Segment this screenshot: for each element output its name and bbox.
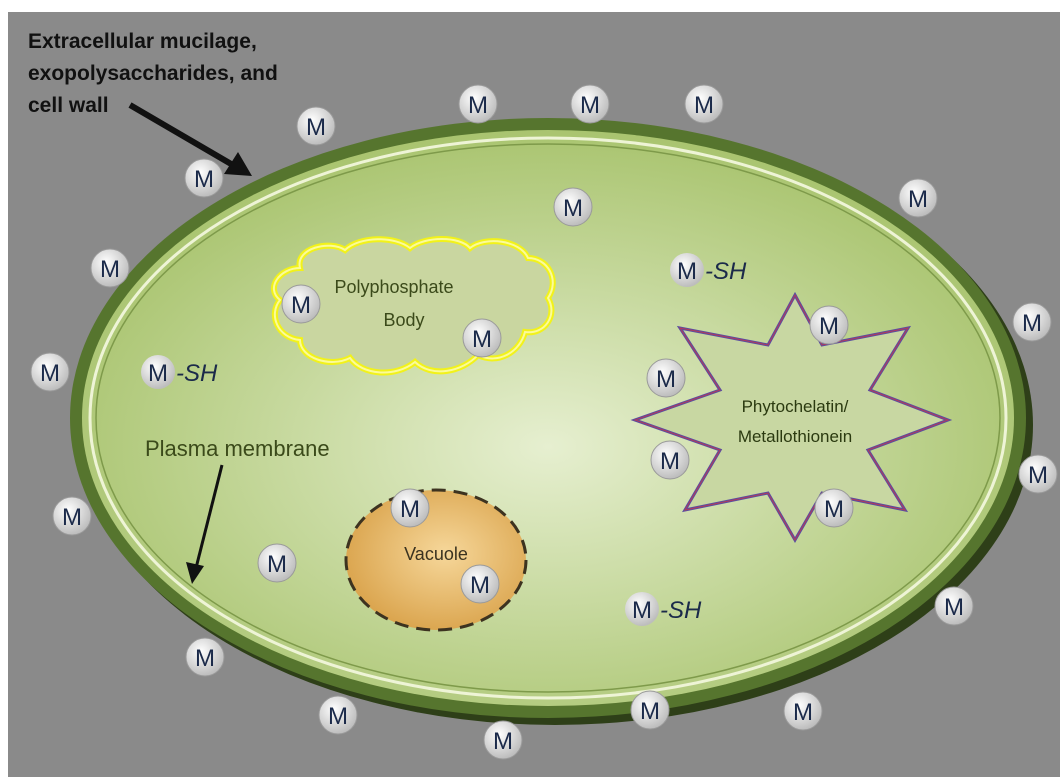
- metal-symbol: M: [493, 728, 513, 755]
- metal-symbol: M: [306, 114, 326, 141]
- metal-ion: M: [297, 107, 335, 145]
- metal-ion: M: [784, 692, 822, 730]
- metal-ion: M: [1019, 455, 1057, 493]
- metal-ion: M: [647, 359, 685, 397]
- metal-symbol: M: [470, 572, 490, 599]
- metal-ion: M: [461, 565, 499, 603]
- metal-symbol: M: [908, 186, 928, 213]
- metal-ion: M: [631, 691, 669, 729]
- metal-ion: M: [282, 285, 320, 323]
- thiol-suffix: -SH: [660, 597, 702, 624]
- metal-symbol: M: [400, 496, 420, 523]
- metal-symbol: M: [694, 92, 714, 119]
- metal-ion: M: [899, 179, 937, 217]
- metal-ion: M: [391, 489, 429, 527]
- metal-symbol: M: [40, 360, 60, 387]
- thiol-group: M -SH: [141, 355, 218, 389]
- metal-symbol: M: [100, 256, 120, 283]
- metal-symbol: M: [328, 703, 348, 730]
- vacuole-label: Vacuole: [404, 544, 468, 564]
- metal-symbol: M: [677, 258, 697, 285]
- phytochelatin-label-line1: Phytochelatin/: [742, 397, 849, 416]
- metal-symbol: M: [632, 597, 652, 624]
- metal-symbol: M: [195, 645, 215, 672]
- cell-wall-label-line3: cell wall: [28, 94, 109, 117]
- cell-wall-label-line1: Extracellular mucilage,: [28, 30, 257, 53]
- thiol-suffix: -SH: [705, 258, 747, 285]
- metal-ion: M: [258, 544, 296, 582]
- metal-ion: M: [685, 85, 723, 123]
- polyphosphate-label-line2: Body: [383, 310, 424, 330]
- metal-symbol: M: [793, 699, 813, 726]
- metal-ion: M: [459, 85, 497, 123]
- metal-symbol: M: [819, 313, 839, 340]
- metal-symbol: M: [580, 92, 600, 119]
- metal-ion: M: [463, 319, 501, 357]
- metal-symbol: M: [291, 292, 311, 319]
- thiol-suffix: -SH: [176, 360, 218, 387]
- plasma-membrane-label: Plasma membrane: [145, 436, 330, 461]
- metal-symbol: M: [1022, 310, 1042, 337]
- metal-ion: M: [186, 638, 224, 676]
- metal-symbol: M: [1028, 462, 1048, 489]
- thiol-group: M -SH: [625, 592, 702, 626]
- metal-symbol: M: [148, 360, 168, 387]
- metal-ion: M: [571, 85, 609, 123]
- polyphosphate-label-line1: Polyphosphate: [334, 277, 453, 297]
- metal-symbol: M: [824, 496, 844, 523]
- metal-symbol: M: [194, 166, 214, 193]
- metal-ion: M: [91, 249, 129, 287]
- metal-ion: M: [484, 721, 522, 759]
- metal-symbol: M: [944, 594, 964, 621]
- metal-ion: M: [815, 489, 853, 527]
- metal-ion: M: [319, 696, 357, 734]
- metal-ion: M: [810, 306, 848, 344]
- metal-symbol: M: [656, 366, 676, 393]
- metal-ion: M: [185, 159, 223, 197]
- phytochelatin-label-line2: Metallothionein: [738, 427, 852, 446]
- metal-symbol: M: [267, 551, 287, 578]
- metal-ion: M: [1013, 303, 1051, 341]
- metal-symbol: M: [640, 698, 660, 725]
- metal-symbol: M: [62, 504, 82, 531]
- metal-ion: M: [935, 587, 973, 625]
- metal-symbol: M: [468, 92, 488, 119]
- metal-ion: M: [651, 441, 689, 479]
- cell-wall-label-line2: exopolysaccharides, and: [28, 62, 278, 85]
- metal-symbol: M: [563, 195, 583, 222]
- metal-symbol: M: [660, 448, 680, 475]
- metal-symbol: M: [472, 326, 492, 353]
- thiol-group: M -SH: [670, 253, 747, 287]
- metal-ion: M: [53, 497, 91, 535]
- metal-ion: M: [31, 353, 69, 391]
- metal-ion: M: [554, 188, 592, 226]
